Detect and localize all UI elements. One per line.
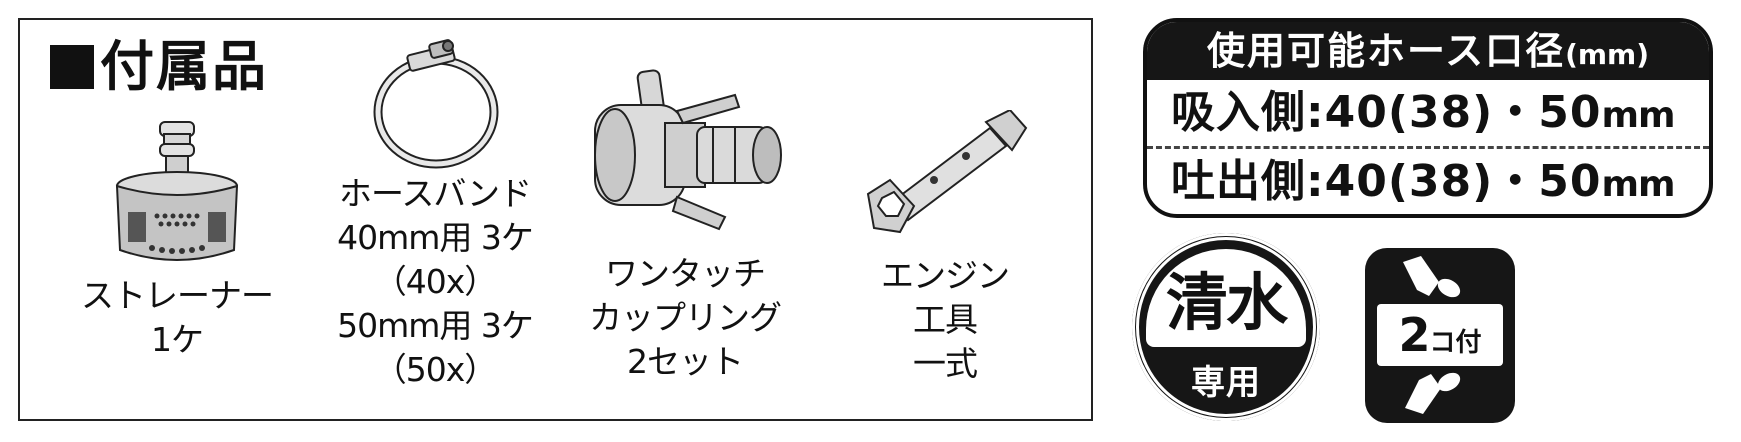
strainer-item: ストレーナー 1ケ [62,120,292,362]
only-label: 専用 [1191,363,1261,403]
coupling-caption: ワンタッチ カップリング 2セット [589,254,782,381]
fresh-water-label: 清水 [1146,249,1306,347]
two-piece-badge: 2コ付 [1365,248,1515,423]
badge-ring [1136,237,1316,417]
engine-tool-item: エンジン 工具 一式 [835,110,1055,386]
strainer-caption: ストレーナー 1ケ [81,276,274,359]
one-touch-coupling-icon [594,69,782,231]
coupling-item: ワンタッチ カップリング 2セット [565,65,805,384]
accessories-panel: 付属品 ストレーナー 1ケ [18,18,1093,421]
two-piece-label: 2コ付 [1377,304,1503,366]
hose-band-caption: ホースバンド 40mm用 3ケ （40x） 50mm用 3ケ （50x） [337,174,534,389]
hose-diameter-title: 使用可能ホース口径(mm) [1147,22,1709,80]
square-bullet-icon [50,45,94,89]
coupling-pair-icon [1403,256,1461,414]
hose-band-item: ホースバンド 40mm用 3ケ （40x） 50mm用 3ケ （50x） [315,32,555,392]
hose-diameter-panel: 使用可能ホース口径(mm) 吸入側:40(38)・50mm 吐出側:40(38)… [1143,18,1713,218]
accessories-title: 付属品 [50,40,268,94]
suction-side-row: 吸入側:40(38)・50mm [1147,80,1709,149]
hose-band-icon [373,39,499,169]
engine-tool-icon [866,110,1028,234]
discharge-side-row: 吐出側:40(38)・50mm [1171,156,1676,207]
fresh-water-only-badge: 清水 専用 [1132,233,1320,421]
engine-tool-caption: エンジン 工具 一式 [881,256,1010,383]
strainer-icon [115,121,239,261]
